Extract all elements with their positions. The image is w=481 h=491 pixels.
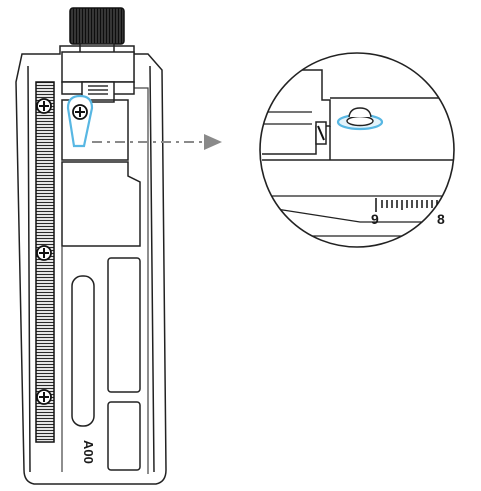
scale-label-8: 8 — [437, 211, 445, 227]
rail-screw-top — [36, 98, 52, 114]
callout-screw-highlight — [336, 107, 384, 131]
rail-screw-middle — [36, 245, 52, 261]
panel-window-upper — [107, 257, 141, 393]
model-label: A00 — [81, 440, 96, 464]
scale-label-9: 9 — [371, 211, 379, 227]
panel-window-lower — [107, 401, 141, 471]
clamp-block — [61, 51, 135, 103]
panel-slot-left — [71, 275, 95, 427]
inner-housing-edge — [27, 65, 155, 473]
rail-screw-bottom — [36, 389, 52, 405]
callout-arrow — [92, 134, 222, 150]
device-body — [15, 7, 167, 485]
upper-panel — [61, 99, 129, 161]
mid-panel — [61, 161, 141, 247]
ridged-rail — [35, 81, 55, 443]
outer-housing — [15, 45, 167, 485]
mounting-bracket — [66, 94, 94, 148]
zoom-callout: 9 8 — [259, 52, 455, 248]
